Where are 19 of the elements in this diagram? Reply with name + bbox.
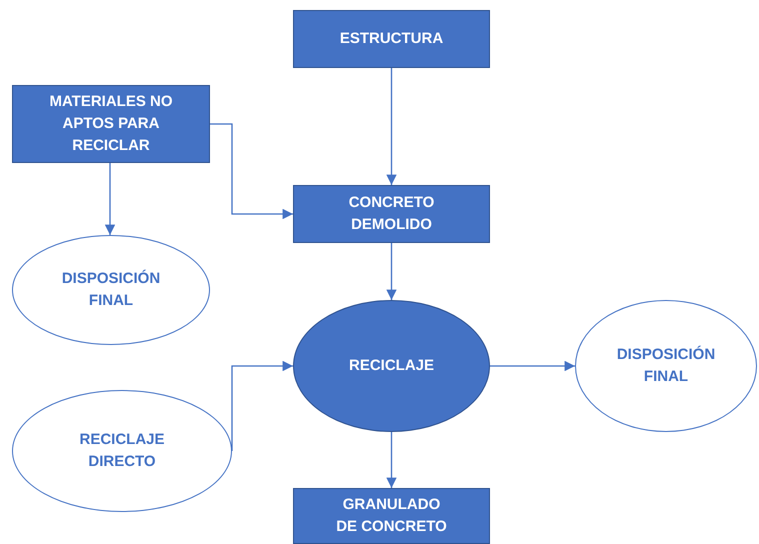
process-box <box>293 488 490 544</box>
node-label: RECICLAJE DIRECTO <box>78 430 166 472</box>
arrow <box>104 163 116 235</box>
node-label: RECICLAJE <box>348 356 434 376</box>
process-box <box>293 10 490 68</box>
process-box <box>12 85 210 163</box>
node-label: DISPOSICIÓN FINAL <box>616 344 716 387</box>
arrow <box>386 432 397 488</box>
process-box <box>293 185 490 243</box>
arrow <box>231 360 293 452</box>
arrow <box>490 360 575 372</box>
node-label: DISPOSICIÓN FINAL <box>60 268 162 311</box>
node-label: ESTRUCTURA <box>340 29 444 49</box>
arrow <box>386 243 397 300</box>
arrow <box>386 68 397 185</box>
arrow <box>210 123 293 220</box>
node-label: MATERIALES NO APTOS PARA RECICLAR <box>48 92 174 156</box>
node-label: CONCRETO DEMOLIDO <box>348 193 436 235</box>
node-label: GRANULADO DE CONCRETO <box>335 495 448 537</box>
